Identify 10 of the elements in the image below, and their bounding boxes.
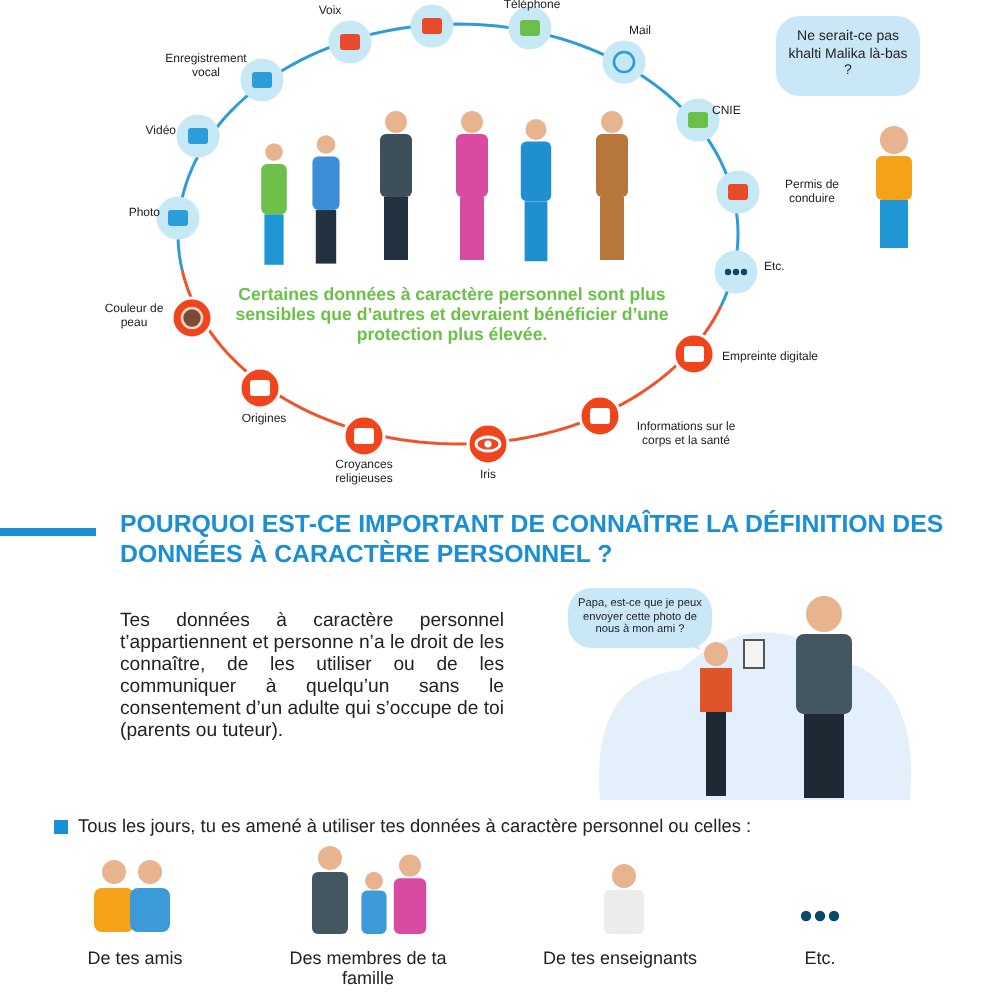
item-caption: De tes enseignants: [540, 948, 700, 969]
item-caption: Etc.: [802, 948, 838, 969]
speech-bubble: [568, 588, 712, 648]
bullet-text: Tous les jours, tu es amené à utiliser tes données à caractère personnel ou celles :: [78, 816, 754, 838]
section-heading: POURQUOI EST-CE IMPORTANT DE CONNAÎTRE LA DÉFINITION DES DONNÉES À CARACTÈRE PERSONNEL ?: [120, 510, 946, 570]
item-caption: De tes amis: [85, 948, 185, 969]
body-paragraph: Tes données à caractère personnel t’appartiennent et personne n’a le droit de les connaître, de les utiliser ou de les communiquer à quelqu’un sans le consentement d’un adulte qui s’occupe de toi (parents ou tuteur).: [120, 610, 504, 743]
speech-bubble: [776, 16, 920, 96]
item-caption: Des membres de ta famille: [287, 948, 449, 990]
highlight-text: Certaines données à caractère personnel sont plus sensibles que d’autres et devraient bénéficier d’une protection plus élevée.: [233, 284, 671, 345]
